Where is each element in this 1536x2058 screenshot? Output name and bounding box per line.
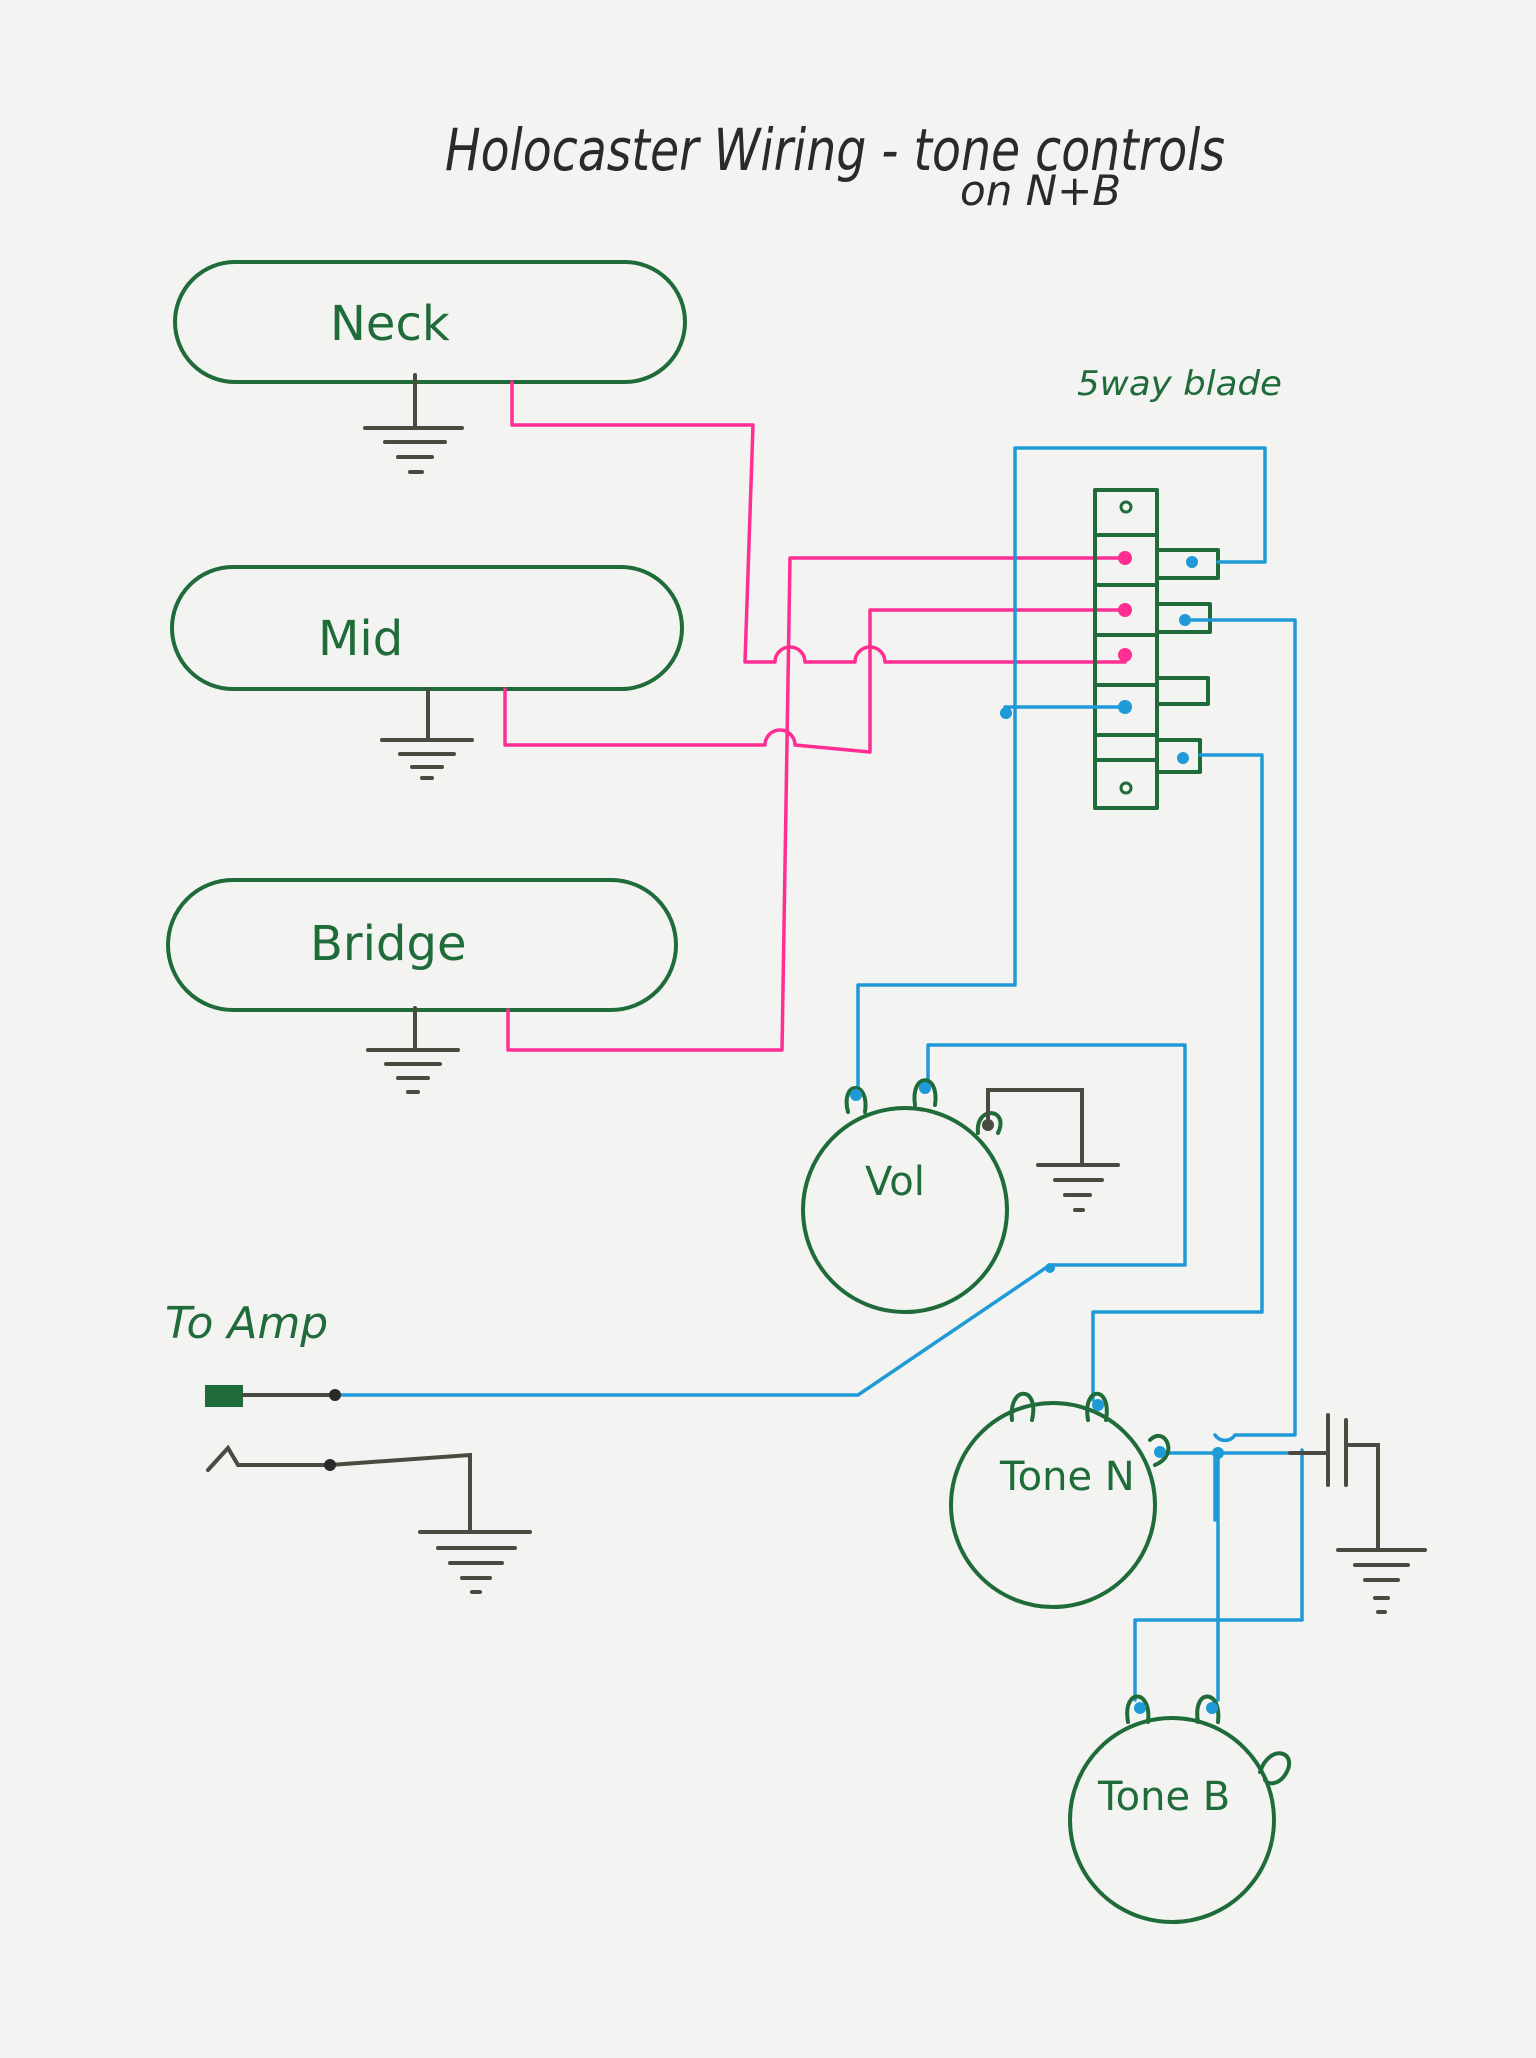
switch-label: 5way blade [1077,364,1282,404]
ground-symbol-volume [986,1088,1120,1212]
volume-pot-label: Vol [865,1159,925,1205]
pickup-neck-label: Neck [330,296,450,352]
pickup-hot-wires [503,380,1127,1052]
tone-neck-pot-label: Tone N [999,1454,1135,1500]
ground-symbol-bridge [366,1006,460,1094]
diagram-title-line1: Holocaster Wiring - tone controls [445,116,1225,184]
pickup-bridge: Bridge [166,878,678,1012]
tone-neck-pot[interactable]: Tone N [949,1391,1171,1609]
tone-bridge-pot[interactable]: Tone B [1068,1694,1292,1924]
volume-pot[interactable]: Vol [801,1078,1009,1314]
output-jack[interactable]: To Amp [165,1298,472,1532]
output-label: To Amp [165,1298,328,1349]
ground-symbol-mid [380,687,474,780]
pickup-mid: Mid [170,565,684,691]
ground-symbol-neck [363,373,464,474]
signal-wires [333,446,1304,1702]
tone-capacitor [1288,1413,1380,1550]
diagram-title-line2: on N+B [960,166,1121,215]
pickup-bridge-label: Bridge [310,916,466,972]
pickup-mid-label: Mid [318,611,403,667]
tone-bridge-pot-label: Tone B [1097,1774,1230,1820]
pickup-neck: Neck [173,260,687,384]
ground-symbol-jack [418,1530,532,1594]
ground-symbol-capacitor [1336,1548,1427,1614]
five-way-switch[interactable] [1093,488,1220,810]
